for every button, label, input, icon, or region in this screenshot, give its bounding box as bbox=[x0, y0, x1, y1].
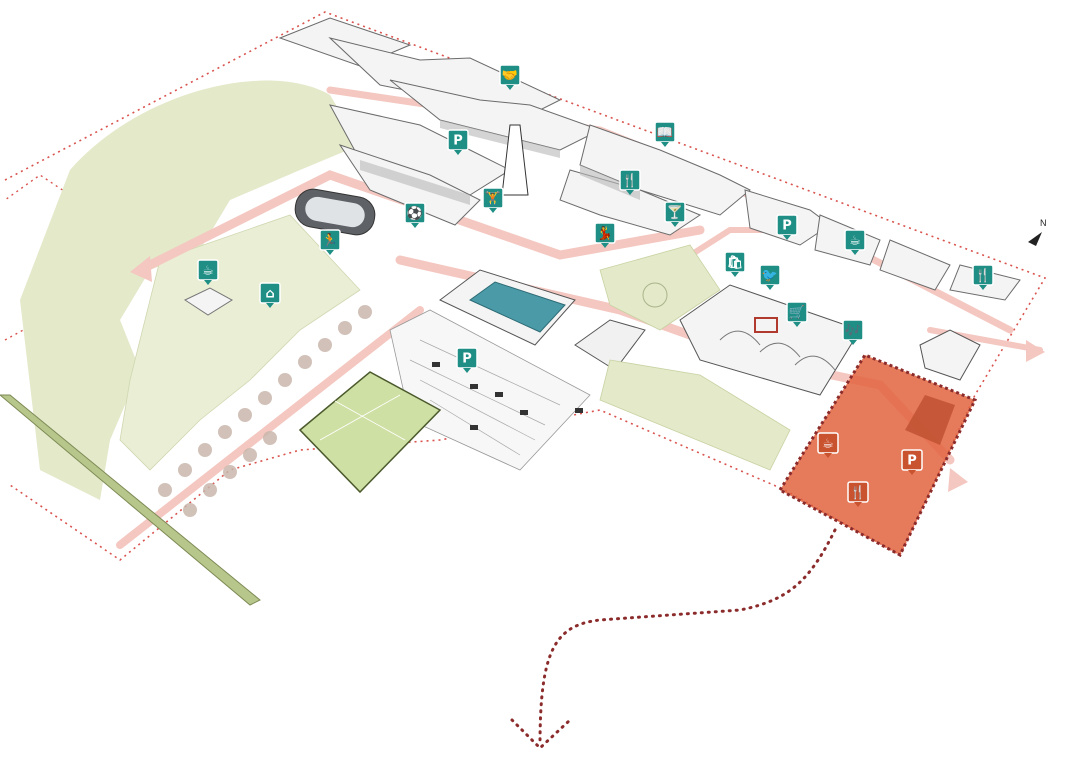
family-home-icon-glyph: ⌂ bbox=[265, 287, 274, 302]
cafe-icon-glyph: ☕ bbox=[822, 437, 834, 452]
shopping-bag-icon[interactable]: 🛍 bbox=[724, 251, 746, 277]
dance-icon[interactable]: 💃 bbox=[594, 222, 616, 248]
parking-icon-glyph: P bbox=[907, 454, 917, 469]
plaza-fountain bbox=[642, 282, 668, 308]
green-strip-south bbox=[599, 359, 791, 471]
kids-play-icon[interactable]: ⚽ bbox=[404, 202, 426, 228]
restaurant-icon[interactable]: 🍴 bbox=[972, 264, 994, 290]
tree-row bbox=[158, 305, 372, 517]
parked-cars bbox=[432, 362, 583, 430]
hall-skylight bbox=[754, 317, 778, 333]
book-icon[interactable]: 📖 bbox=[654, 121, 676, 147]
cafe-icon-glyph: ☕ bbox=[849, 234, 861, 249]
parking-icon[interactable]: P bbox=[447, 129, 469, 155]
building-shadows bbox=[360, 120, 640, 205]
north-label: N bbox=[1040, 218, 1047, 228]
parking-lot bbox=[389, 309, 591, 471]
cafe-icon[interactable]: ☕ bbox=[817, 432, 839, 458]
cocktail-icon-glyph: 🍸 bbox=[667, 204, 683, 221]
music-icon[interactable]: 🎶 bbox=[842, 319, 864, 345]
shopping-cart-icon-glyph: 🛒 bbox=[789, 305, 805, 321]
shopping-bag-icon-glyph: 🛍 bbox=[727, 255, 744, 271]
parking-icon-glyph: P bbox=[782, 219, 792, 234]
map-markers: 🤝 📖 P 🍴 🏋 🍸 P ☕ 🍴 ⚽ 🏃 💃 🛍 🐦 🛒 🎶 ☕ ⌂ P bbox=[197, 64, 994, 373]
route-arrow bbox=[1026, 340, 1045, 362]
north-arrow: N bbox=[1028, 218, 1047, 246]
sports-field bbox=[298, 371, 442, 494]
swimming-pool bbox=[469, 281, 566, 333]
dance-icon-glyph: 💃 bbox=[597, 226, 613, 242]
cafe-icon[interactable]: ☕ bbox=[844, 229, 866, 255]
kids-play-icon-glyph: ⚽ bbox=[406, 206, 423, 222]
parking-icon-glyph: P bbox=[462, 352, 472, 367]
lawn-area bbox=[119, 214, 361, 471]
market-hall bbox=[679, 284, 861, 396]
site-boundary-line bbox=[4, 11, 1047, 561]
restaurant-icon[interactable]: 🍴 bbox=[847, 481, 869, 507]
restaurant-icon-glyph: 🍴 bbox=[975, 268, 991, 284]
parking-icon[interactable]: P bbox=[456, 347, 478, 373]
highlight-zone-markers: ☕ P 🍴 bbox=[817, 432, 923, 507]
field-lines bbox=[319, 394, 406, 441]
restaurant-icon-glyph: 🍴 bbox=[850, 485, 866, 501]
handshake-icon-glyph: 🤝 bbox=[502, 69, 518, 84]
running-icon-glyph: 🏃 bbox=[322, 233, 338, 249]
park-pavilion bbox=[183, 287, 233, 316]
parking-icon[interactable]: P bbox=[901, 449, 923, 475]
restaurant-icon-glyph: 🍴 bbox=[622, 173, 638, 189]
parking-icon[interactable]: P bbox=[776, 214, 798, 240]
barrel-roofs bbox=[719, 330, 836, 371]
family-home-icon[interactable]: ⌂ bbox=[259, 282, 281, 308]
handshake-icon[interactable]: 🤝 bbox=[499, 64, 521, 90]
route-arrow bbox=[948, 468, 968, 492]
bird-icon-glyph: 🐦 bbox=[762, 269, 778, 284]
highlight-building bbox=[905, 395, 955, 445]
music-icon-glyph: 🎶 bbox=[845, 323, 861, 339]
book-icon-glyph: 📖 bbox=[657, 126, 673, 141]
fitness-icon[interactable]: 🏋 bbox=[482, 187, 504, 213]
cocktail-icon[interactable]: 🍸 bbox=[664, 201, 686, 227]
detail-route-line bbox=[538, 528, 837, 747]
detail-route-arrowhead bbox=[510, 718, 572, 751]
route-arrow bbox=[130, 256, 152, 282]
shopping-cart-icon[interactable]: 🛒 bbox=[786, 301, 808, 327]
bird-icon[interactable]: 🐦 bbox=[759, 264, 781, 290]
fitness-icon-glyph: 🏋 bbox=[485, 191, 501, 207]
cafe-icon[interactable]: ☕ bbox=[197, 259, 219, 285]
site-boundary-inner-line bbox=[4, 174, 162, 341]
dome-hall bbox=[574, 319, 646, 371]
canal-strip bbox=[0, 394, 261, 606]
parking-icon-glyph: P bbox=[453, 134, 463, 149]
building-block-north bbox=[278, 17, 1021, 301]
tower-structure bbox=[501, 124, 529, 196]
central-plaza-green bbox=[599, 244, 721, 331]
restaurant-icon[interactable]: 🍴 bbox=[619, 169, 641, 195]
running-icon[interactable]: 🏃 bbox=[319, 229, 341, 255]
track-infield bbox=[305, 196, 365, 228]
rowhouse-block bbox=[919, 329, 981, 381]
cafe-icon-glyph: ☕ bbox=[202, 264, 214, 279]
park-green-area bbox=[20, 80, 360, 500]
